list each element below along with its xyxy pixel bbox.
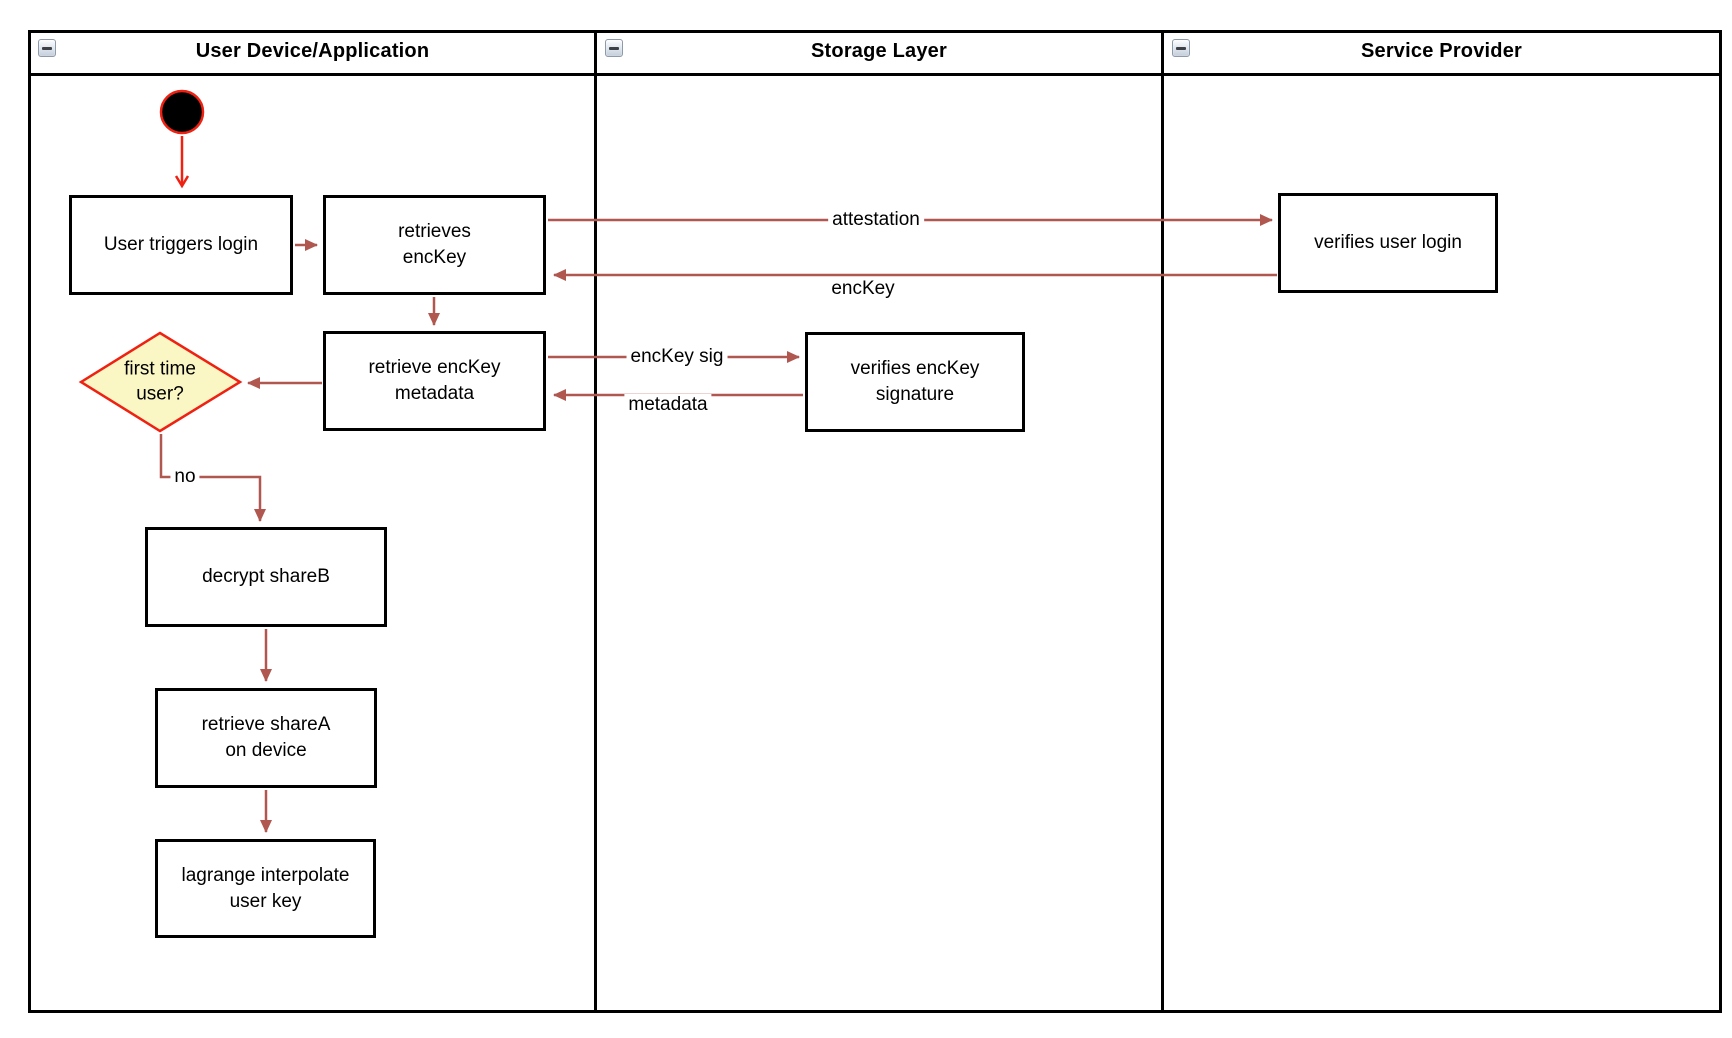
edge-label-no[interactable]: no [170,466,200,488]
collapse-lane-button-service-provider[interactable] [1172,39,1190,57]
lane-divider-2 [1161,30,1164,1013]
lane-title-service-provider: Service Provider [1360,40,1523,62]
lane-header-storage-layer[interactable]: Storage Layer [597,30,1161,73]
node-retrieves-enckey[interactable]: retrieves encKey [323,195,546,295]
collapse-lane-button-storage-layer[interactable] [605,39,623,57]
lane-header-user-device[interactable]: User Device/Application [31,30,594,73]
lane-title-user-device: User Device/Application [195,40,430,62]
node-lagrange-interpolate[interactable]: lagrange interpolate user key [155,839,376,938]
edge-label-metadata[interactable]: metadata [624,394,712,416]
minus-icon [42,46,52,50]
edge-label-attestation[interactable]: attestation [828,209,924,231]
minus-icon [1176,46,1186,50]
minus-icon [609,46,619,50]
lane-header-separator [28,73,1722,76]
lane-header-service-provider[interactable]: Service Provider [1164,30,1719,73]
node-user-triggers-login[interactable]: User triggers login [69,195,293,295]
decision-first-time-user[interactable] [78,331,243,433]
node-retrieve-enckey-metadata[interactable]: retrieve encKey metadata [323,331,546,431]
lane-divider-1 [594,30,597,1013]
collapse-lane-button-user-device[interactable] [38,39,56,57]
decision-label: first time user? [124,358,196,404]
edge-label-enckey[interactable]: encKey [827,278,899,300]
node-decrypt-shareb[interactable]: decrypt shareB [145,527,387,627]
start-node[interactable] [159,89,205,135]
edge-decision-no-to-decrypt[interactable] [159,434,266,522]
node-verifies-enckey-signature[interactable]: verifies encKey signature [805,332,1025,432]
node-retrieve-sharea[interactable]: retrieve shareA on device [155,688,377,788]
edge-label-enckey-sig[interactable]: encKey sig [626,346,728,368]
node-verifies-user-login[interactable]: verifies user login [1278,193,1498,293]
lane-title-storage-layer: Storage Layer [811,40,947,62]
